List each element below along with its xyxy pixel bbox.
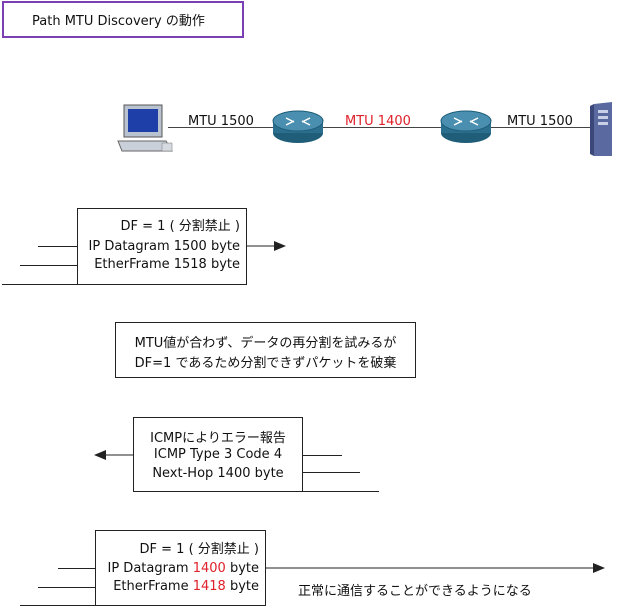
left-arrow xyxy=(94,450,134,460)
packet-line xyxy=(20,605,96,606)
network-link xyxy=(168,127,593,128)
ether-prefix: EtherFrame xyxy=(113,579,193,594)
icmp-line-1: ICMPによりエラー報告 xyxy=(150,431,286,446)
packet-line xyxy=(58,568,96,569)
packet-line xyxy=(20,265,78,266)
packet-line xyxy=(38,246,78,247)
link-label-right: MTU 1500 xyxy=(507,114,573,129)
packet-line xyxy=(2,284,78,285)
icmp-box: ICMPによりエラー報告 ICMP Type 3 Code 4 Next-Hop… xyxy=(133,417,303,492)
ip-suffix: byte xyxy=(225,561,259,576)
icmp-line xyxy=(302,472,360,473)
title-box: Path MTU Discovery の動作 xyxy=(2,1,244,38)
packet-box: DF = 1 ( 分割禁止 ) IP Datagram 1500 byte Et… xyxy=(77,208,247,285)
ip-datagram-label: IP Datagram 1400 byte xyxy=(108,560,260,578)
page-title: Path MTU Discovery の動作 xyxy=(32,14,205,29)
note-line-2: DF=1 であるため分割できずパケットを破棄 xyxy=(134,356,397,371)
note-line-1: MTU値が合わず、データの再分割を試みるが xyxy=(134,336,397,351)
ether-suffix: byte xyxy=(225,579,259,594)
ether-frame-label: EtherFrame 1418 byte xyxy=(113,578,259,596)
link-label-left: MTU 1500 xyxy=(188,114,254,129)
df-label: DF = 1 ( 分割禁止 ) xyxy=(120,219,240,234)
ip-datagram-label: IP Datagram 1500 byte xyxy=(88,239,240,254)
ip-size-value: 1400 xyxy=(192,561,226,576)
router-icon xyxy=(440,110,492,143)
packet-line xyxy=(38,587,96,588)
result-text: 正常に通信することができるようになる xyxy=(298,584,532,599)
ip-prefix: IP Datagram xyxy=(107,561,193,576)
router-icon xyxy=(272,110,324,143)
icmp-line xyxy=(302,491,379,492)
right-arrow xyxy=(246,241,286,251)
ether-size-value: 1418 xyxy=(192,579,226,594)
df-label: DF = 1 ( 分割禁止 ) xyxy=(139,542,259,557)
note-box: MTU値が合わず、データの再分割を試みるが DF=1 であるため分割できずパケッ… xyxy=(115,322,416,378)
icmp-line-3: Next-Hop 1400 byte xyxy=(152,466,284,481)
icmp-line xyxy=(302,455,342,456)
link-label-middle: MTU 1400 xyxy=(345,114,411,129)
pc-icon xyxy=(117,104,173,152)
server-icon xyxy=(590,102,612,156)
icmp-line-2: ICMP Type 3 Code 4 xyxy=(153,447,283,462)
packet-box: DF = 1 ( 分割禁止 ) IP Datagram 1400 byte Et… xyxy=(95,530,266,606)
ether-frame-label: EtherFrame 1518 byte xyxy=(94,257,240,272)
long-right-arrow xyxy=(265,563,605,573)
